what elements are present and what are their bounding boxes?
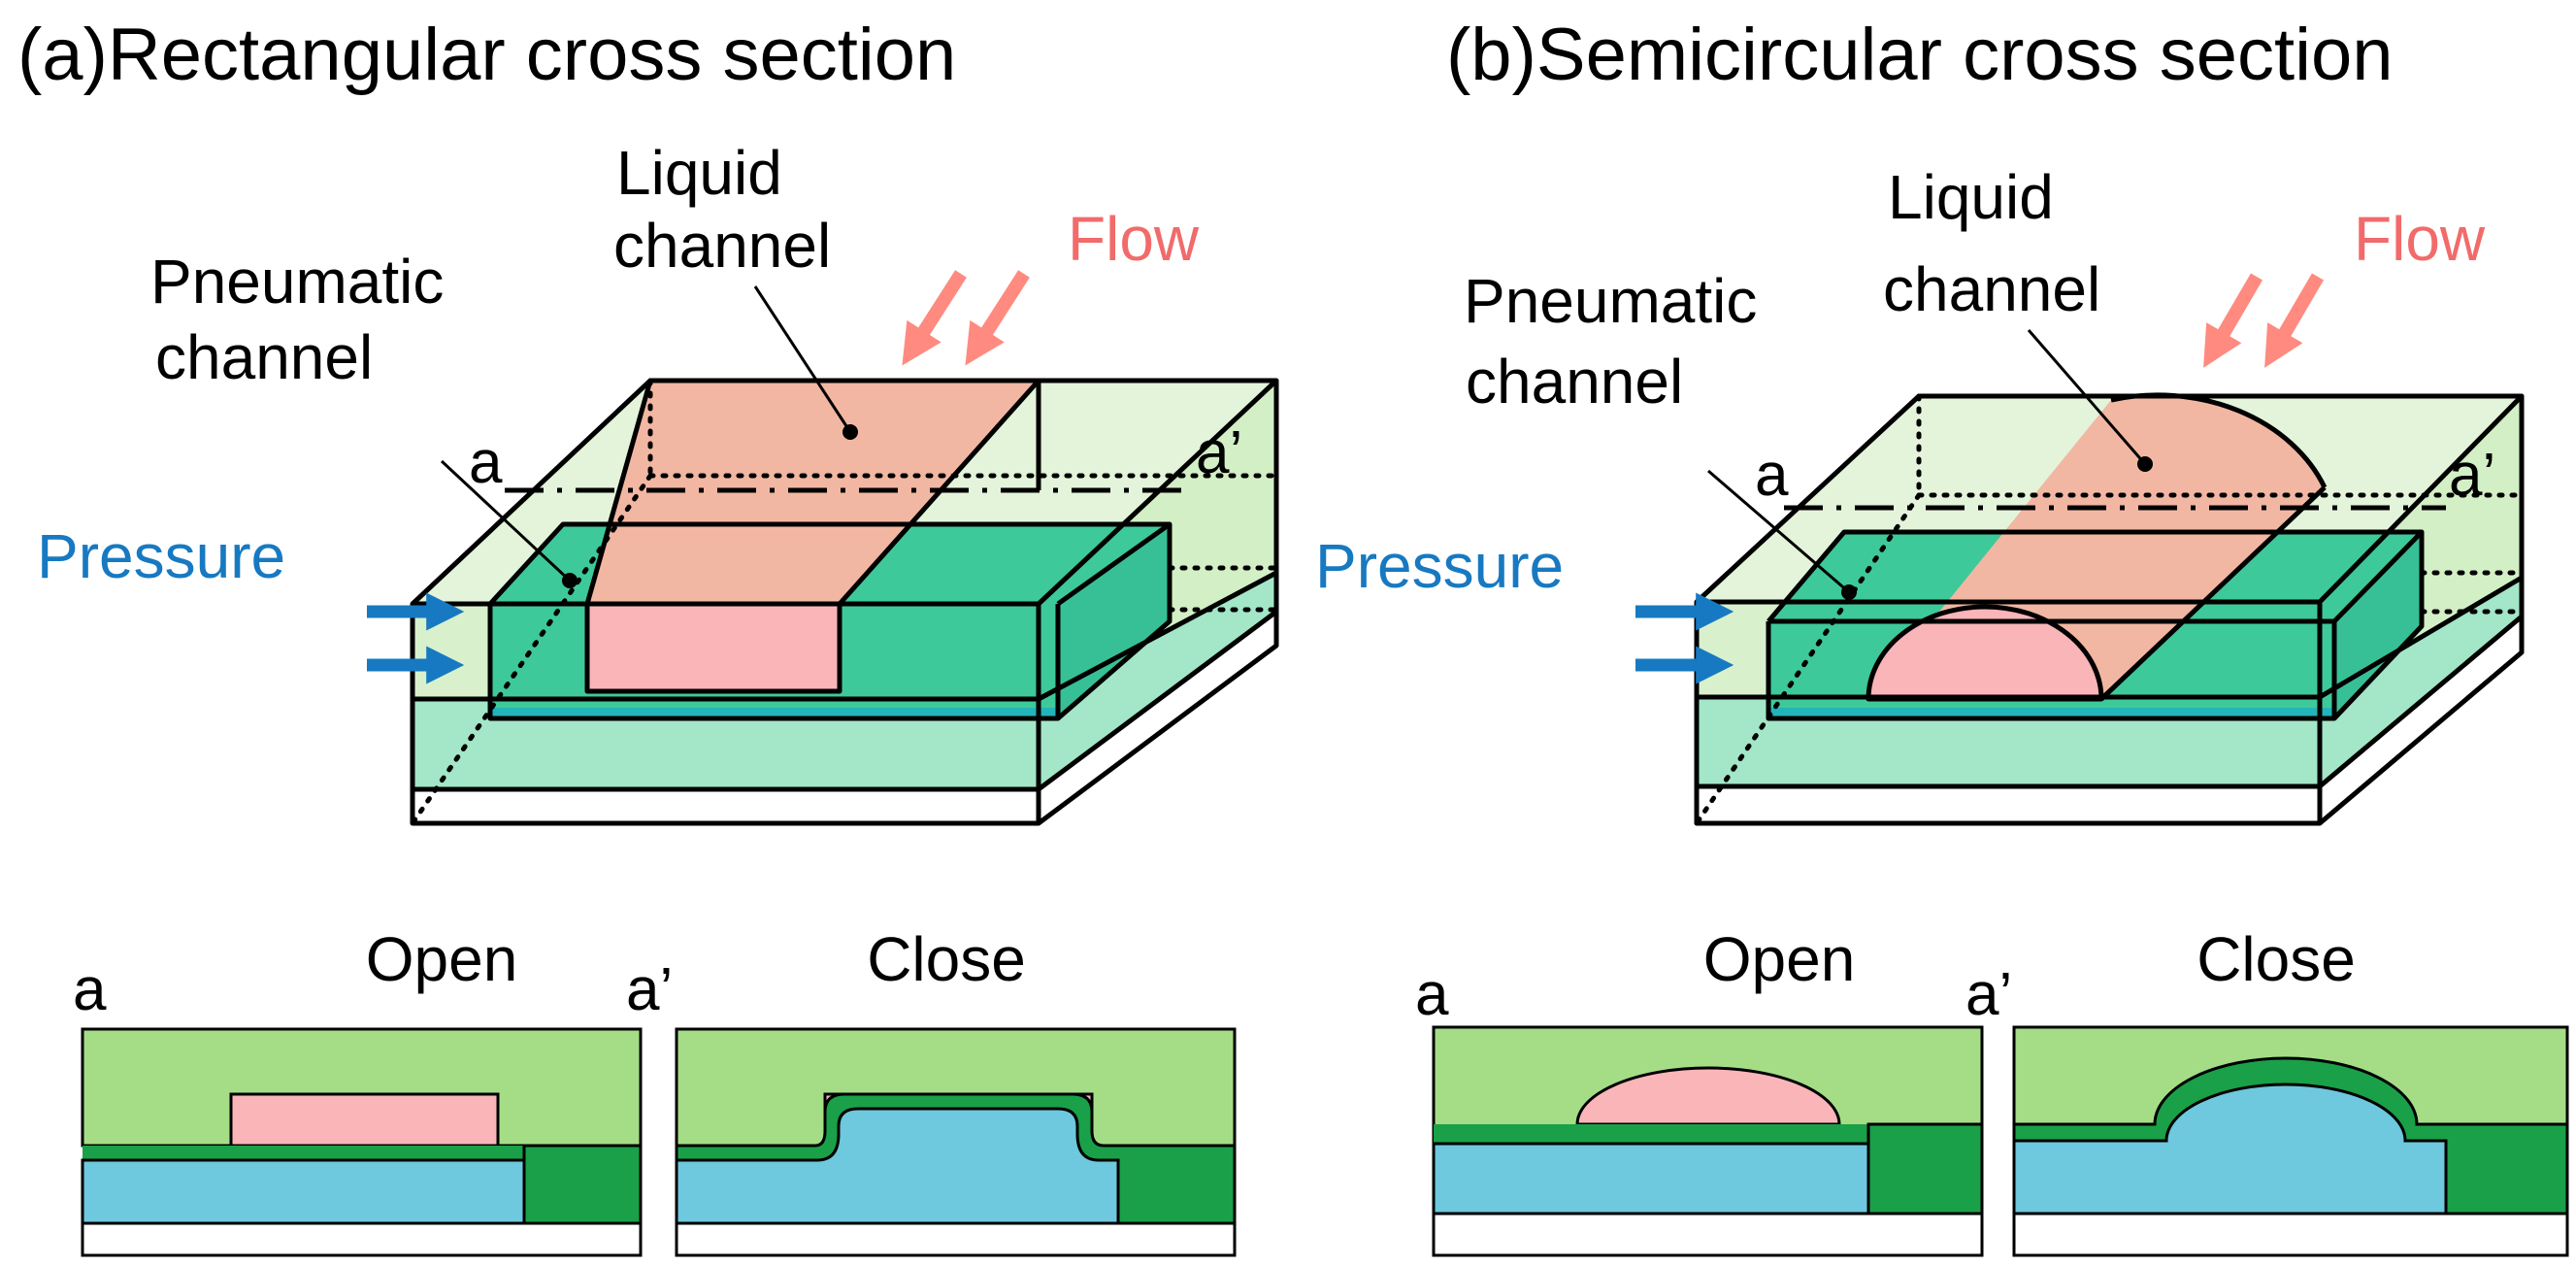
panel-b-flow-arrow-2 — [2264, 273, 2325, 368]
panel-b-pneumatic-channel-leader — [1707, 469, 1850, 594]
panel-b-pneumatic-channel-label-line2: channel — [1466, 347, 1683, 416]
panel-b-section-end-label: a’ — [2449, 442, 2495, 509]
panel-b: (b)Semicircular cross section — [1315, 14, 2569, 1257]
panel-a-close-label: Close — [867, 924, 1026, 994]
panel-a-open-section — [81, 1027, 643, 1257]
panel-a-section-start-label: a — [469, 429, 503, 496]
panel-a-liquid-channel-label-line2: channel — [613, 211, 831, 281]
panel-b-liquid-channel-dot — [2137, 456, 2153, 472]
panel-a-substrate-side — [1039, 612, 1276, 823]
panel-b-open-label: Open — [1703, 924, 1856, 994]
panel-b-liquid-channel-label-line2: channel — [1883, 254, 2100, 324]
panel-b-section-start-label: a — [1755, 442, 1789, 509]
panel-b-section-a-prime-label: a’ — [1965, 961, 2012, 1028]
panel-a-liquid-channel-front — [587, 604, 840, 691]
panel-a: (a)Rectangular cross section — [17, 14, 1279, 1257]
panel-b-liquid-channel-label-line1: Liquid — [1888, 162, 2054, 232]
panel-a-section-a-prime-label: a’ — [626, 956, 673, 1023]
panel-b-liquid-channel-front — [1868, 607, 2101, 699]
panel-a-pneumatic-chamber-side — [1058, 524, 1170, 718]
panel-b-substrate-front — [1697, 786, 2320, 823]
panel-a-flow-label: Flow — [1068, 204, 1200, 274]
panel-b-device-3d: a a’ — [1694, 392, 2525, 826]
panel-a-pneumatic-channel-label-line2: channel — [155, 322, 373, 392]
panel-a-liquid-channel-dot — [842, 424, 858, 440]
panel-b-pneumatic-channel-dot — [1841, 584, 1857, 600]
panel-a-flow-arrow-2 — [965, 270, 1030, 366]
panel-b-title: (b)Semicircular cross section — [1446, 14, 2394, 96]
panel-a-substrate-front — [413, 789, 1039, 823]
panel-a-device-3d: a a’ — [410, 378, 1279, 826]
panel-b-middle-layer-side — [2320, 578, 2522, 786]
panel-b-pneumatic-chamber-side — [2334, 532, 2422, 718]
panel-b-flow-label: Flow — [2354, 204, 2486, 274]
panel-a-middle-layer-front — [413, 699, 1039, 789]
panel-b-close-section — [2012, 1025, 2569, 1257]
panel-a-middle-layer-side — [1039, 573, 1276, 789]
panel-b-liquid-channel-leader — [2027, 329, 2147, 465]
panel-b-pressure-label: Pressure — [1315, 531, 1564, 601]
panel-b-pneumatic-channel-label-line1: Pneumatic — [1464, 266, 1757, 336]
panel-a-liquid-channel-label-line1: Liquid — [616, 138, 782, 208]
panel-b-close-label: Close — [2196, 924, 2356, 994]
panel-a-flow-arrow-1 — [902, 270, 967, 366]
panel-a-close-section — [675, 1027, 1237, 1257]
panel-b-flow-arrow-1 — [2203, 273, 2263, 368]
panel-a-pressure-label: Pressure — [37, 521, 285, 591]
panel-a-pneumatic-channel-dot — [562, 573, 578, 588]
panel-b-open-section — [1432, 1025, 1984, 1257]
panel-a-liquid-channel-leader — [753, 285, 852, 433]
panel-a-title: (a)Rectangular cross section — [17, 14, 956, 96]
panel-a-section-end-label: a’ — [1196, 419, 1242, 486]
panel-a-section-a-label: a — [73, 956, 107, 1023]
panel-b-section-a-label: a — [1415, 961, 1449, 1028]
panel-a-pneumatic-channel-leader — [440, 459, 572, 583]
panel-b-substrate-side — [2320, 616, 2522, 823]
panel-a-open-label: Open — [366, 924, 518, 994]
panel-a-pneumatic-channel-label-line1: Pneumatic — [150, 247, 444, 316]
